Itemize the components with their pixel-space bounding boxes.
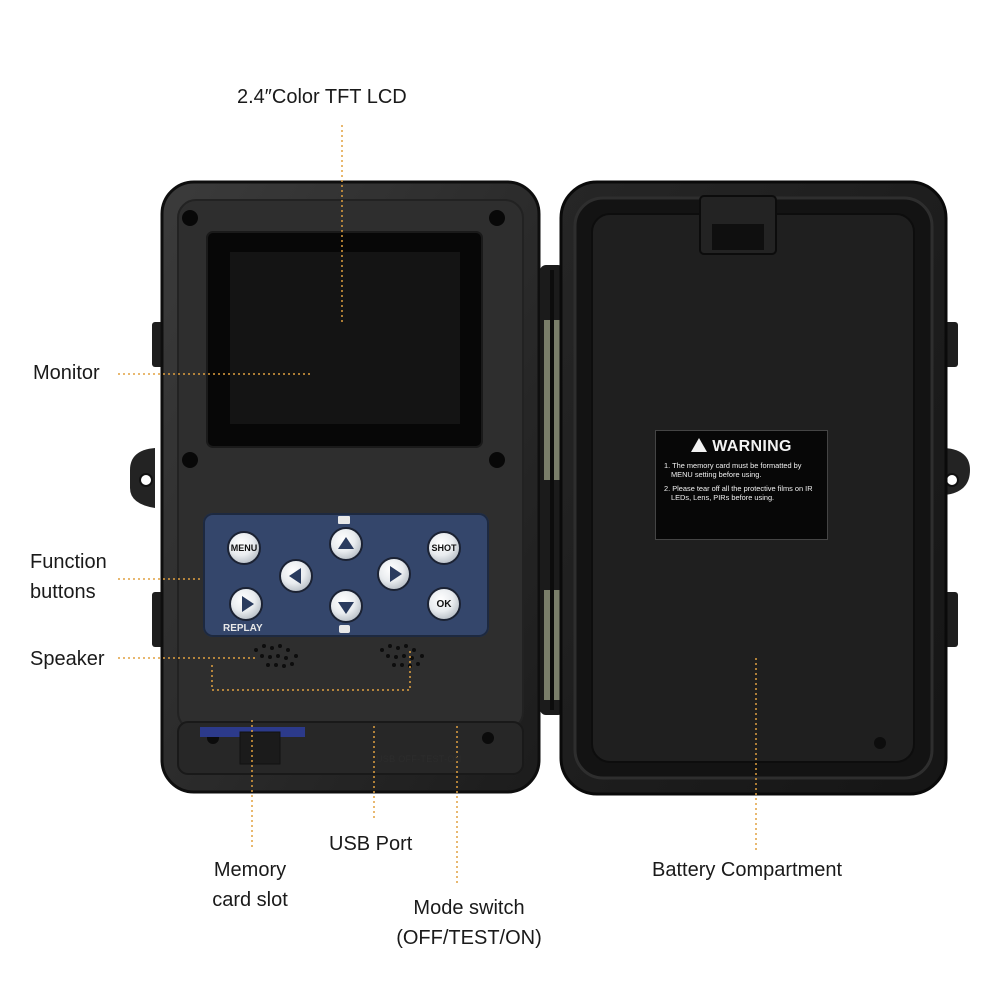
label-battery: Battery Compartment [652, 859, 843, 881]
hinge [540, 265, 564, 715]
ok-button-label: OK [436, 598, 452, 610]
menu-button-label: MENU [230, 543, 258, 553]
label-monitor: Monitor [33, 362, 100, 384]
play-icon [241, 596, 254, 612]
bottom-port-text: USB OFF-TEST-ON [376, 754, 462, 764]
replay-button[interactable] [229, 587, 263, 621]
arrow-left-icon [288, 568, 301, 584]
shot-button-label: SHOT [431, 543, 457, 553]
warning-item-1: 1. The memory card must be formatted by … [664, 461, 802, 479]
warning-item-2: 2. Please tear off all the protective fi… [664, 484, 813, 502]
left-arrow-button[interactable] [279, 559, 313, 593]
arrow-right-icon [389, 566, 402, 582]
up-arrow-button[interactable] [329, 527, 363, 561]
shot-button[interactable]: SHOT [427, 531, 461, 565]
label-mode-line2: (OFF/TEST/ON) [396, 927, 542, 949]
label-function-line1: Function [30, 551, 107, 573]
arrow-up-icon [338, 536, 354, 549]
speaker-grill-right [380, 644, 424, 668]
label-memory-line1: Memory [213, 859, 287, 881]
label-memory-line2: card slot [212, 889, 288, 911]
right-arrow-button[interactable] [377, 557, 411, 591]
arrow-down-icon [338, 601, 354, 614]
warning-title: WARNING [664, 438, 819, 456]
camera-mode-icon [339, 625, 350, 633]
label-speaker: Speaker [30, 648, 105, 670]
ok-button[interactable]: OK [427, 587, 461, 621]
speaker-grill-left [254, 644, 298, 668]
video-mode-icon [338, 516, 350, 524]
down-arrow-button[interactable] [329, 589, 363, 623]
warning-title-text: WARNING [712, 438, 792, 455]
label-usb: USB Port [329, 833, 413, 855]
label-lcd: 2.4″Color TFT LCD [237, 86, 407, 108]
replay-label: REPLAY [223, 623, 263, 634]
label-function-line2: buttons [30, 581, 96, 603]
warning-triangle-icon [691, 438, 708, 452]
label-mode-line1: Mode switch [413, 897, 525, 919]
keypad-panel: MENU SHOT REPLAY OK [203, 513, 489, 637]
menu-button[interactable]: MENU [227, 531, 261, 565]
lcd-screen [206, 231, 483, 448]
warning-sticker: WARNING 1. The memory card must be forma… [655, 430, 828, 540]
